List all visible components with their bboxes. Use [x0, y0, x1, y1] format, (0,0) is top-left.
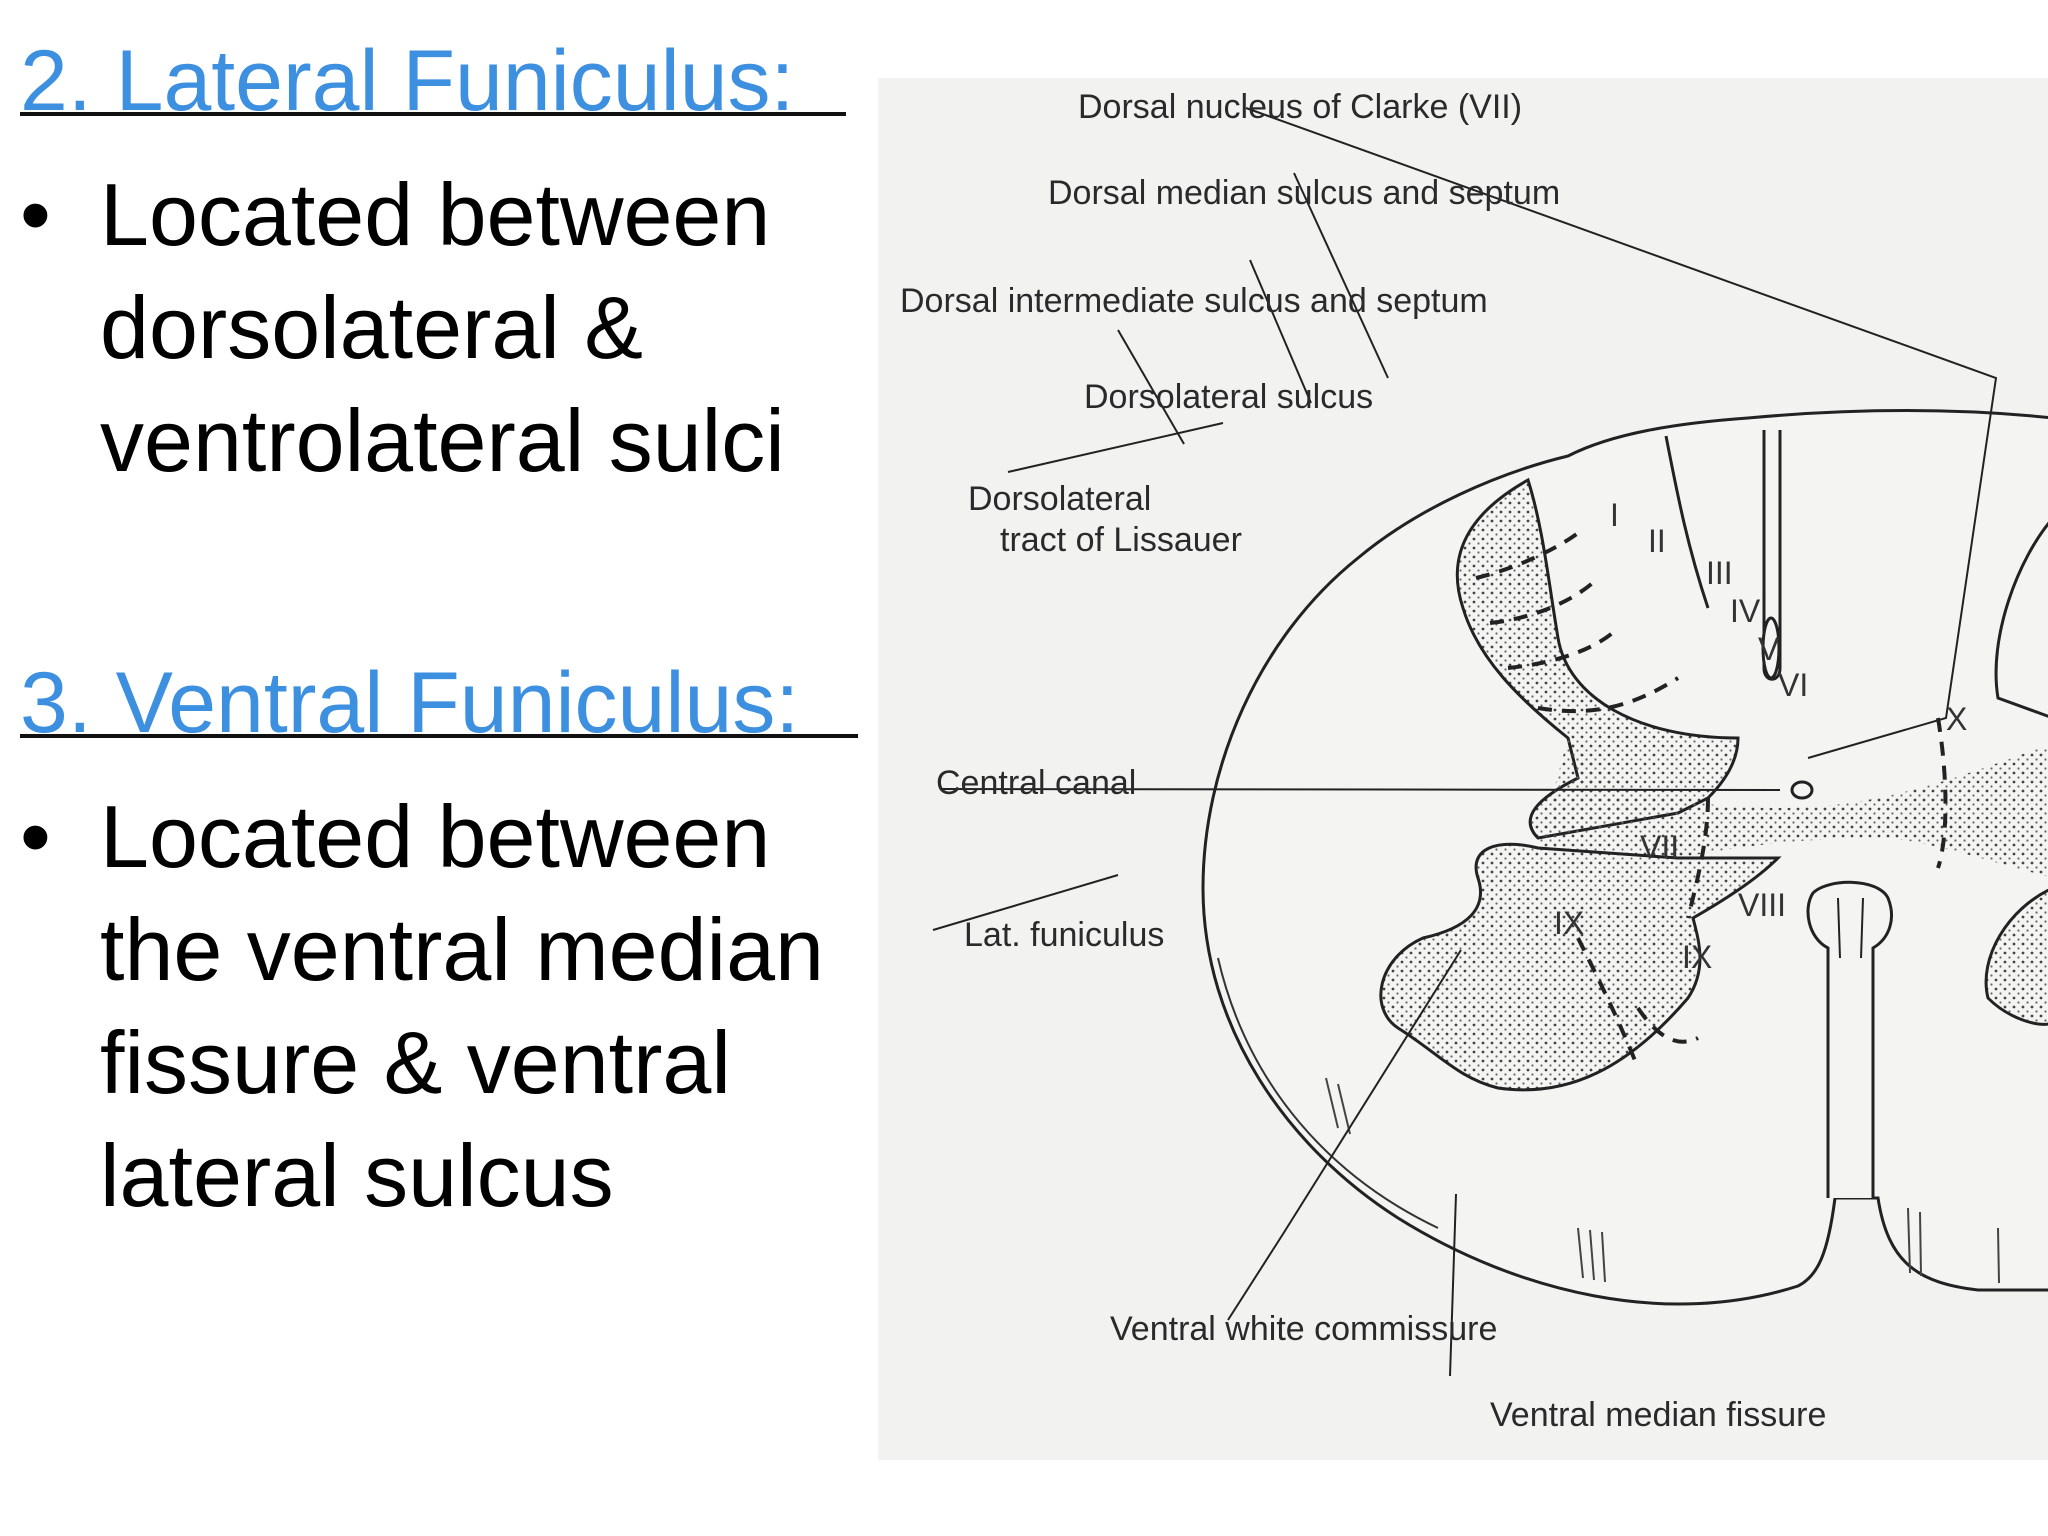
- spinal-cord-cross-section-figure: Dorsal nucleus of Clarke (VII) Dorsal me…: [878, 78, 2048, 1460]
- label-dorsolateral-sulcus: Dorsolateral sulcus: [1084, 378, 1373, 416]
- bullet-dot: •: [20, 787, 51, 886]
- lamina-V-label: V: [1758, 631, 1780, 667]
- gray-commissure: [1538, 738, 2048, 877]
- lamina-III-label: III: [1706, 555, 1733, 591]
- label-lissauer-line1: Dorsolateral: [968, 480, 1151, 518]
- label-central-canal: Central canal: [936, 764, 1136, 802]
- ventral-line-3: fissure & ventral: [100, 1013, 731, 1112]
- outer-rim: [1217, 957, 1439, 1229]
- lateral-bullet-text: Located between dorsolateral & ventrolat…: [100, 158, 900, 497]
- label-ventral-white-commissure: Ventral white commissure: [1110, 1310, 1497, 1348]
- right-ventral-horn: [1984, 888, 2048, 1026]
- label-ventral-median-fissure: Ventral median fissure: [1490, 1396, 1826, 1434]
- ventral-line-4: lateral sulcus: [100, 1126, 614, 1225]
- lamina-boundaries: [1475, 531, 1710, 1069]
- lateral-line-3: ventrolateral sulci: [100, 391, 785, 490]
- lateral-line-2: dorsolateral &: [100, 278, 643, 377]
- ventral-funiculus-heading: 3. Ventral Funiculus:: [20, 655, 800, 751]
- lamina-II-label: II: [1648, 523, 1666, 559]
- lamina-IX-label-a: IX: [1554, 905, 1584, 941]
- ventral-line-2: the ventral median: [100, 900, 824, 999]
- lamina-I-label: I: [1610, 497, 1619, 533]
- dorsal-intermediate-septum: [1664, 435, 1710, 609]
- label-dorsal-intermediate-sulcus: Dorsal intermediate sulcus and septum: [900, 282, 1488, 320]
- lateral-funiculus-heading: 2. Lateral Funiculus:: [20, 33, 795, 129]
- outer-rim-hatch: [1325, 1077, 2000, 1284]
- ventral-horn: [1379, 842, 1782, 1092]
- lamina-X-label: X: [1946, 701, 1967, 737]
- leader-lines: [932, 107, 1998, 1377]
- dorsal-horn: [1455, 477, 1740, 840]
- lamina-IV-label: IV: [1730, 593, 1761, 629]
- lamina-VI-label: VI: [1778, 667, 1808, 703]
- lateral-heading-underline: [20, 112, 846, 116]
- central-canal: [1790, 780, 1814, 800]
- fissure-inner-lines: [1837, 897, 1864, 959]
- right-dorsal-horn: [1994, 521, 2048, 718]
- label-dorsal-median-sulcus: Dorsal median sulcus and septum: [1048, 174, 1560, 212]
- lateral-line-1: Located between: [100, 165, 771, 264]
- diagram-labels: Dorsal nucleus of Clarke (VII) Dorsal me…: [900, 88, 1967, 1434]
- ventral-median-fissure: [1806, 880, 1893, 1198]
- bullet-dot: •: [20, 165, 51, 264]
- clarke-nucleus-oval: [1761, 616, 1781, 680]
- label-lissauer-line2: tract of Lissauer: [1000, 521, 1242, 559]
- lamina-VIII-label: VIII: [1738, 887, 1786, 923]
- ventral-bullet-text: Located between the ventral median fissu…: [100, 780, 900, 1232]
- label-lat-funiculus: Lat. funiculus: [964, 916, 1164, 954]
- ventral-heading-underline: [20, 734, 858, 738]
- lamina-VII-label: VII: [1640, 829, 1679, 865]
- label-dorsal-nucleus: Dorsal nucleus of Clarke (VII): [1078, 88, 1522, 126]
- spinal-cord-diagram: [932, 107, 2048, 1377]
- lamina-IX-label-b: IX: [1682, 939, 1712, 975]
- ventral-line-1: Located between: [100, 787, 771, 886]
